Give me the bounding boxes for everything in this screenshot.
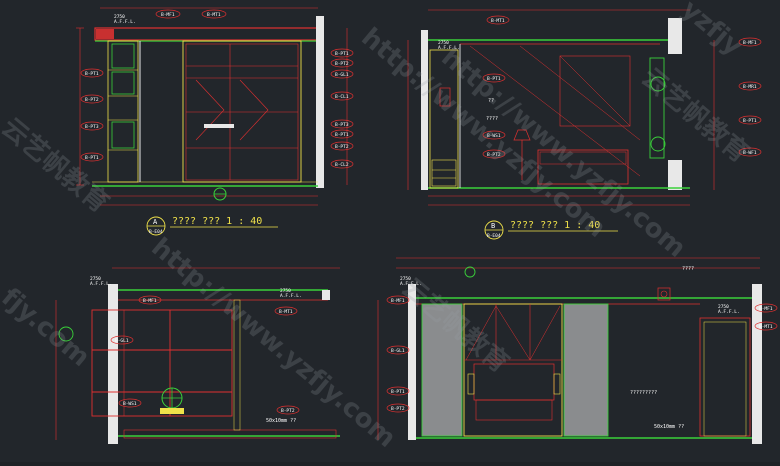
tag-mf1-a: B-MF1	[155, 9, 181, 19]
tag-gl1-d: B-GL1	[386, 345, 410, 355]
svg-text:B-PT1: B-PT1	[743, 118, 757, 124]
svg-text:B-MF1: B-MF1	[143, 298, 157, 304]
elevation-a: B-MF1 B-MT1 B-PT1 B-PT2 B-GL1 B-CL1 B-PT…	[76, 7, 354, 236]
svg-text:B-GL1: B-GL1	[335, 72, 349, 78]
tag-ws1-c: B-WS1	[118, 398, 142, 408]
svg-text:B-PT2: B-PT2	[335, 144, 349, 150]
note-q4: ????	[486, 116, 498, 122]
tag-mt1-a: B-MT1	[201, 9, 227, 19]
tag-pt2-a2: B-PT2	[330, 141, 354, 151]
title-block-a: A B-E04 ???? ??? 1 : 40	[146, 216, 278, 236]
svg-text:B-MF1: B-MF1	[759, 306, 773, 312]
svg-text:B-PT1: B-PT1	[335, 132, 349, 138]
svg-text:B-PT3: B-PT3	[85, 124, 99, 130]
tag-pt1-a2: B-PT1	[330, 129, 354, 139]
tag-pt2-d: B-PT2	[386, 403, 410, 413]
title-block-b: B B-E04 ???? ??? 1 : 40	[484, 220, 618, 240]
note-size-c: 50x10mm ??	[266, 418, 296, 424]
svg-text:B-PT1: B-PT1	[391, 389, 405, 395]
svg-text:B-PT3: B-PT3	[335, 122, 349, 128]
svg-text:B-MF1: B-MF1	[161, 12, 175, 18]
svg-text:B-PT1: B-PT1	[85, 71, 99, 77]
svg-text:B-MT1: B-MT1	[279, 309, 293, 315]
tag-pt2-b: B-PT2	[482, 149, 506, 159]
svg-text:B-CL2: B-CL2	[335, 162, 349, 168]
tag-mt1-c: B-MT1	[274, 306, 298, 316]
tag-mt1-b: B-MT1	[486, 15, 510, 25]
tag-pt1-b: B-PT1	[482, 73, 506, 83]
svg-text:???? ??? 1 : 40: ???? ??? 1 : 40	[172, 216, 262, 227]
svg-text:B-E04: B-E04	[487, 233, 501, 239]
svg-text:B-PT1: B-PT1	[335, 51, 349, 57]
tag-mf1-d: B-MF1	[386, 295, 410, 305]
svg-text:B-MR1: B-MR1	[743, 84, 757, 90]
svg-text:B-PT2: B-PT2	[335, 61, 349, 67]
svg-text:A: A	[153, 218, 158, 226]
tag-cl2-a: B-CL2	[330, 159, 354, 169]
watermark-url-2: http://www.yzfjy.com	[356, 22, 612, 243]
note-size-d: 50x10mm ??	[654, 424, 684, 430]
tag-ws1-b: B-WS1	[482, 130, 506, 140]
svg-text:B-GL1: B-GL1	[391, 348, 405, 354]
tag-gl1-a: B-GL1	[330, 69, 354, 79]
watermark-partial: fjy.com	[0, 282, 95, 372]
note-q2: ??	[488, 98, 494, 104]
svg-text:B-E04: B-E04	[149, 229, 163, 235]
svg-text:B-PT1: B-PT1	[487, 76, 501, 82]
svg-text:B-CL1: B-CL1	[335, 94, 349, 100]
svg-text:B-WS1: B-WS1	[123, 401, 137, 407]
svg-text:B-WF1: B-WF1	[743, 150, 757, 156]
svg-text:B-PT2: B-PT2	[281, 408, 295, 414]
svg-text:B-WS1: B-WS1	[487, 133, 501, 139]
note-q9: ?????????	[630, 390, 657, 396]
tag-pt2-c: B-PT2	[276, 405, 300, 415]
tag-pt2-a: B-PT2	[330, 58, 354, 68]
svg-text:B: B	[491, 222, 495, 230]
svg-text:???? ??? 1 : 40: ???? ??? 1 : 40	[510, 220, 600, 231]
tag-pt1-d: B-PT1	[386, 386, 410, 396]
svg-text:B-MF1: B-MF1	[743, 40, 757, 46]
svg-text:B-MF1: B-MF1	[391, 298, 405, 304]
svg-text:B-PT2: B-PT2	[85, 97, 99, 103]
svg-text:B-PT2: B-PT2	[391, 406, 405, 412]
note-q4b: ????	[682, 266, 694, 272]
svg-text:B-GL1: B-GL1	[115, 338, 129, 344]
tag-pt1-a: B-PT1	[330, 48, 354, 58]
tag-right-b: B-MF1 B-MR1 B-PT1 B-WF1	[738, 37, 762, 157]
svg-text:B-PT2: B-PT2	[487, 152, 501, 158]
svg-text:B-MT1: B-MT1	[207, 12, 221, 18]
tag-right-d: B-MF1 B-MT1	[754, 303, 778, 331]
tag-pt3-a: B-PT3	[330, 119, 354, 129]
svg-text:B-PT1: B-PT1	[85, 155, 99, 161]
tag-gl1-c: B-GL1	[110, 335, 134, 345]
watermark-cn-2: 云艺帆教育	[636, 62, 756, 169]
svg-text:B-MT1: B-MT1	[491, 18, 505, 24]
tag-left-a: B-PT1 B-PT2 B-PT3 B-PT1	[80, 68, 104, 162]
tag-mf1-c: B-MF1	[138, 295, 162, 305]
svg-text:B-MT1: B-MT1	[759, 324, 773, 330]
watermark-corner: yzfjy	[676, 0, 748, 62]
tag-cl1-a: B-CL1	[330, 91, 354, 101]
